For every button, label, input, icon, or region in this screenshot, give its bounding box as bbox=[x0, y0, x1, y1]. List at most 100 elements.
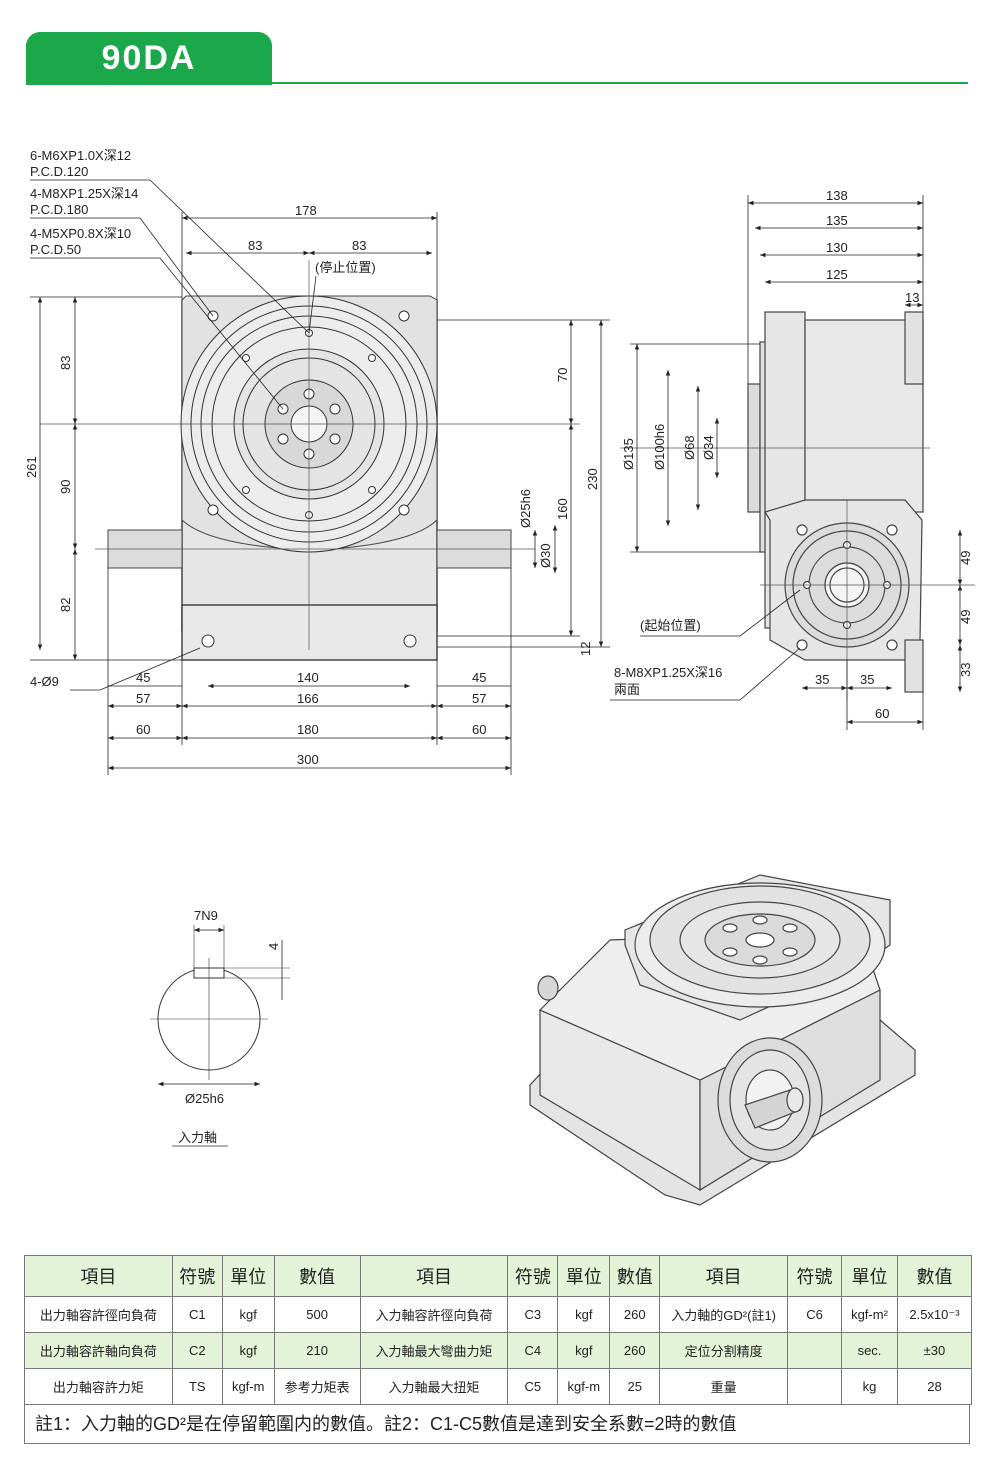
table-cell: kgf-m bbox=[221, 1368, 275, 1405]
dim-text: 230 bbox=[585, 468, 600, 490]
table-cell: 260 bbox=[609, 1296, 661, 1333]
table-cell: kgf bbox=[557, 1296, 611, 1333]
header-cell: 單位 bbox=[841, 1255, 898, 1297]
table-row: 出力軸容許力矩 TS kgf-m 参考力矩表 入力軸最大扭矩 C5 kgf-m … bbox=[24, 1368, 973, 1405]
table-cell: TS bbox=[171, 1368, 223, 1405]
callout-text: 4-M5XP0.8X深10 bbox=[30, 226, 131, 241]
front-view bbox=[40, 260, 580, 661]
table-cell: kg bbox=[841, 1368, 898, 1405]
header-cell: 單位 bbox=[557, 1255, 611, 1297]
diameter-dim: Ø25h6 bbox=[185, 1091, 224, 1106]
header-cell: 數值 bbox=[896, 1255, 973, 1297]
dim-text: 140 bbox=[297, 670, 319, 685]
dim-text: 138 bbox=[826, 188, 848, 203]
dim-text: 12 bbox=[578, 642, 593, 656]
spec-header-row: 項目 符號 單位 數值 項目 符號 單位 數值 項目 符號 單位 數值 bbox=[24, 1255, 973, 1297]
table-cell: 出力軸容許徑向負荷 bbox=[24, 1296, 173, 1333]
header-cell: 數值 bbox=[609, 1255, 661, 1297]
table-cell: 入力軸最大彎曲力矩 bbox=[359, 1332, 509, 1369]
dim-text: 166 bbox=[297, 691, 319, 706]
table-row: 出力軸容許軸向負荷 C2 kgf 210 入力軸最大彎曲力矩 C4 kgf 26… bbox=[24, 1332, 973, 1369]
front-dimension-text: 6-M6XP1.0X深12 P.C.D.120 4-M8XP1.25X深14 P… bbox=[24, 148, 600, 767]
callout-text: P.C.D.50 bbox=[30, 242, 81, 257]
header-cell: 項目 bbox=[24, 1255, 173, 1297]
table-cell: 500 bbox=[273, 1296, 361, 1333]
technical-drawing: 6-M6XP1.0X深12 P.C.D.120 4-M8XP1.25X深14 P… bbox=[24, 148, 975, 1206]
table-cell: 参考力矩表 bbox=[273, 1368, 361, 1405]
side-dimension-lines bbox=[610, 195, 963, 730]
dim-text: 125 bbox=[826, 267, 848, 282]
depth-dim: 4 bbox=[266, 943, 281, 950]
side-view bbox=[620, 311, 975, 700]
dim-text: 261 bbox=[24, 456, 39, 478]
table-cell: kgf bbox=[557, 1332, 611, 1369]
dim-text: 180 bbox=[297, 722, 319, 737]
callout-text: 6-M6XP1.0X深12 bbox=[30, 148, 131, 163]
dim-text: 178 bbox=[295, 203, 317, 218]
dim-text: 83 bbox=[58, 356, 73, 370]
table-cell: kgf bbox=[221, 1332, 275, 1369]
start-position-label: (起始位置) bbox=[640, 618, 701, 633]
table-row: 出力軸容許徑向負荷 C1 kgf 500 入力軸容許徑向負荷 C3 kgf 26… bbox=[24, 1296, 973, 1333]
header-rule bbox=[272, 82, 968, 84]
dim-text: 33 bbox=[958, 663, 973, 677]
header-cell: 項目 bbox=[359, 1255, 509, 1297]
table-cell: 260 bbox=[609, 1332, 661, 1369]
side-dimension-text: 138 135 130 125 13 Ø135 Ø100h6 Ø68 Ø34 4… bbox=[614, 188, 973, 721]
table-cell: 重量 bbox=[659, 1368, 789, 1405]
table-cell: kgf-m² bbox=[841, 1296, 898, 1333]
table-cell: 出力軸容許力矩 bbox=[24, 1368, 173, 1405]
dim-text: 70 bbox=[555, 368, 570, 382]
table-cell: C3 bbox=[507, 1296, 559, 1333]
table-cell: 28 bbox=[896, 1368, 973, 1405]
holes-label: 4-Ø9 bbox=[30, 674, 59, 689]
table-cell: 入力軸的GD²(註1) bbox=[659, 1296, 789, 1333]
dim-text: Ø100h6 bbox=[652, 424, 667, 470]
header-cell: 符號 bbox=[507, 1255, 559, 1297]
table-cell bbox=[787, 1368, 843, 1405]
dim-text: 135 bbox=[826, 213, 848, 228]
shaft-detail-text: 7N9 4 Ø25h6 入力軸 bbox=[178, 908, 281, 1145]
stop-position-label: (停止位置) bbox=[315, 260, 376, 275]
dim-text: 35 bbox=[860, 672, 874, 687]
table-cell: C6 bbox=[787, 1296, 843, 1333]
dim-text: Ø135 bbox=[621, 438, 636, 470]
side-callout-line1: 8-M8XP1.25X深16 bbox=[614, 665, 722, 680]
dim-text: 60 bbox=[472, 722, 486, 737]
model-title: 90DA bbox=[101, 39, 197, 77]
table-cell: 入力軸最大扭矩 bbox=[359, 1368, 509, 1405]
header-cell: 項目 bbox=[659, 1255, 789, 1297]
dim-text: 300 bbox=[297, 752, 319, 767]
table-cell: sec. bbox=[841, 1332, 898, 1369]
dim-text: 35 bbox=[815, 672, 829, 687]
callout-text: P.C.D.180 bbox=[30, 202, 88, 217]
dim-text: Ø30 bbox=[538, 543, 553, 568]
callout-text: 4-M8XP1.25X深14 bbox=[30, 186, 138, 201]
dim-text: 57 bbox=[472, 691, 486, 706]
dim-text: Ø25h6 bbox=[518, 489, 533, 528]
spec-table: 項目 符號 單位 數值 項目 符號 單位 數值 項目 符號 單位 數值 出力軸容… bbox=[24, 1255, 973, 1405]
dim-text: Ø68 bbox=[682, 435, 697, 460]
dim-text: 13 bbox=[905, 290, 919, 305]
header-cell: 數值 bbox=[273, 1255, 361, 1297]
table-cell: 定位分割精度 bbox=[659, 1332, 789, 1369]
dim-text: 49 bbox=[958, 610, 973, 624]
model-header: 90DA bbox=[26, 32, 272, 85]
table-cell: 2.5x10⁻³ bbox=[896, 1296, 973, 1333]
header-cell: 符號 bbox=[171, 1255, 223, 1297]
table-cell: 入力軸容許徑向負荷 bbox=[359, 1296, 509, 1333]
table-cell: kgf-m bbox=[557, 1368, 611, 1405]
table-cell: 出力軸容許軸向負荷 bbox=[24, 1332, 173, 1369]
callout-text: P.C.D.120 bbox=[30, 164, 88, 179]
shaft-caption: 入力軸 bbox=[178, 1130, 217, 1145]
header-cell: 符號 bbox=[787, 1255, 843, 1297]
table-cell: ±30 bbox=[896, 1332, 973, 1369]
dim-text: Ø34 bbox=[701, 435, 716, 460]
key-dim: 7N9 bbox=[194, 908, 218, 923]
table-cell: C2 bbox=[171, 1332, 223, 1369]
dim-text: 60 bbox=[875, 706, 889, 721]
table-note: 註1：入力軸的GD²是在停留範圍内的數值。註2：C1-C5數值是達到安全系數=2… bbox=[24, 1404, 970, 1444]
dim-text: 83 bbox=[352, 238, 366, 253]
dim-text: 90 bbox=[58, 480, 73, 494]
table-cell: C5 bbox=[507, 1368, 559, 1405]
